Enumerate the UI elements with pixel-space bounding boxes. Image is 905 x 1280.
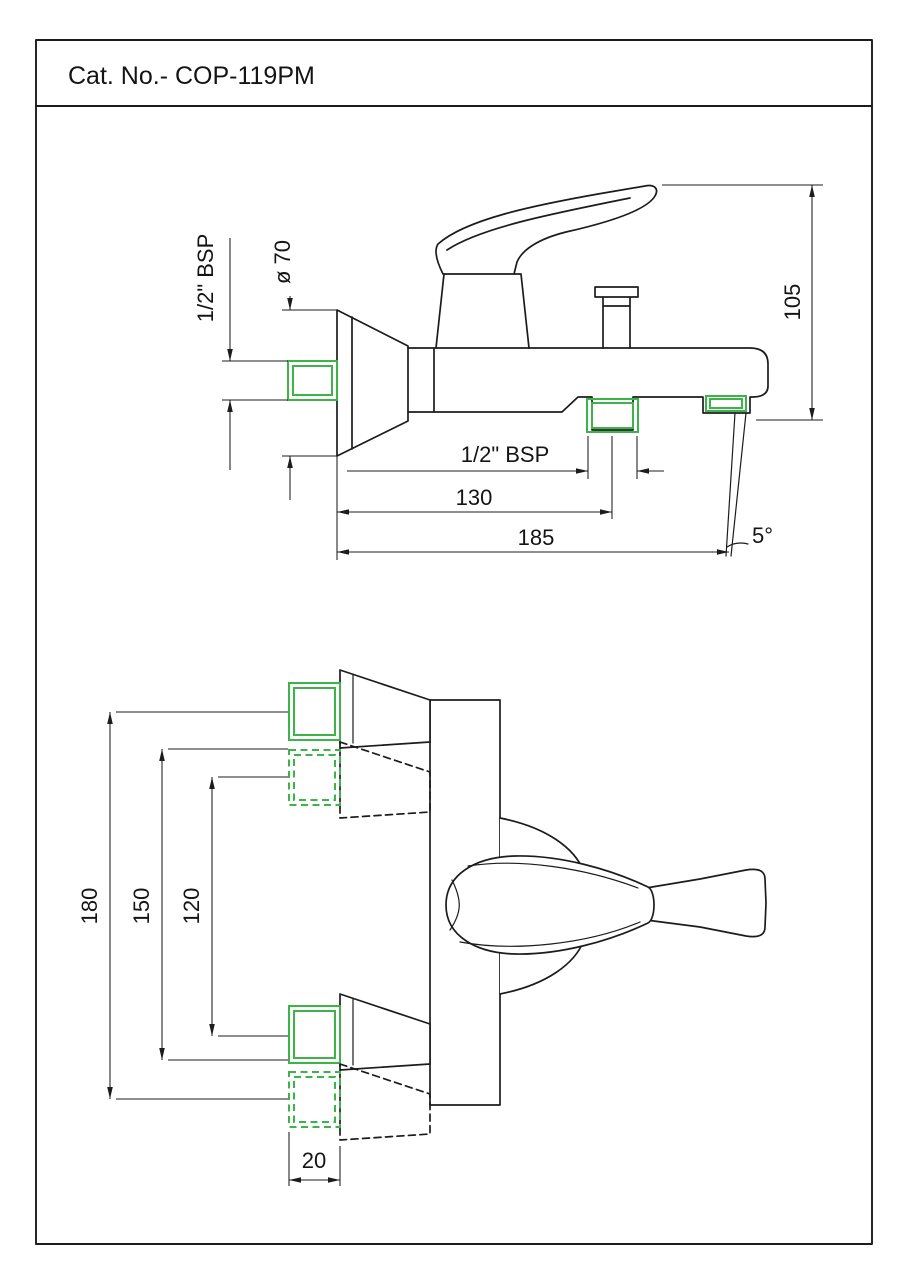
handle-contour-lines: [449, 862, 641, 947]
lever-handle: [435, 184, 658, 349]
outlet-thread: [586, 398, 639, 433]
sheet-frame: Cat. No.- COP-119PM: [35, 39, 873, 1245]
inlet-threads-solid: [288, 682, 341, 1064]
dim-180-label: 180: [77, 888, 102, 925]
lever-arm-top: [645, 868, 767, 938]
inlet-flanges-hidden: [339, 741, 431, 1141]
diverter-knob: [594, 286, 639, 349]
dim-angle-label: 5°: [752, 523, 773, 548]
dim-flange-diameter-label: ø 70: [270, 240, 295, 284]
dim-130-label: 130: [456, 485, 493, 510]
border-rect: [35, 39, 873, 1245]
inlet-threads-hidden: [288, 749, 341, 1128]
dim-inlet-thread-label: 1/2" BSP: [193, 234, 218, 323]
dim-outlet-thread-label: 1/2" BSP: [461, 442, 550, 467]
wall-flange: [336, 309, 409, 457]
plan-extension-lines: [116, 711, 341, 1186]
dim-150-label: 150: [129, 888, 154, 925]
plan-view: 180 150 120 20: [77, 669, 767, 1186]
dim-185-label: 185: [518, 525, 555, 550]
spout-angle-lines: [725, 412, 749, 557]
spout-aerator: [705, 395, 747, 412]
dim-height-label: 105: [780, 284, 805, 321]
inlet-thread: [287, 360, 338, 401]
side-view: 1/2" BSP ø 70 105 1/2" BSP 130 185 5°: [193, 184, 823, 560]
handle-body-top: [445, 855, 655, 955]
dim-20-label: 20: [302, 1148, 326, 1173]
side-extension-lines: [222, 184, 823, 560]
catalog-number: Cat. No.- COP-119PM: [68, 62, 315, 90]
dim-120-label: 120: [179, 888, 204, 925]
